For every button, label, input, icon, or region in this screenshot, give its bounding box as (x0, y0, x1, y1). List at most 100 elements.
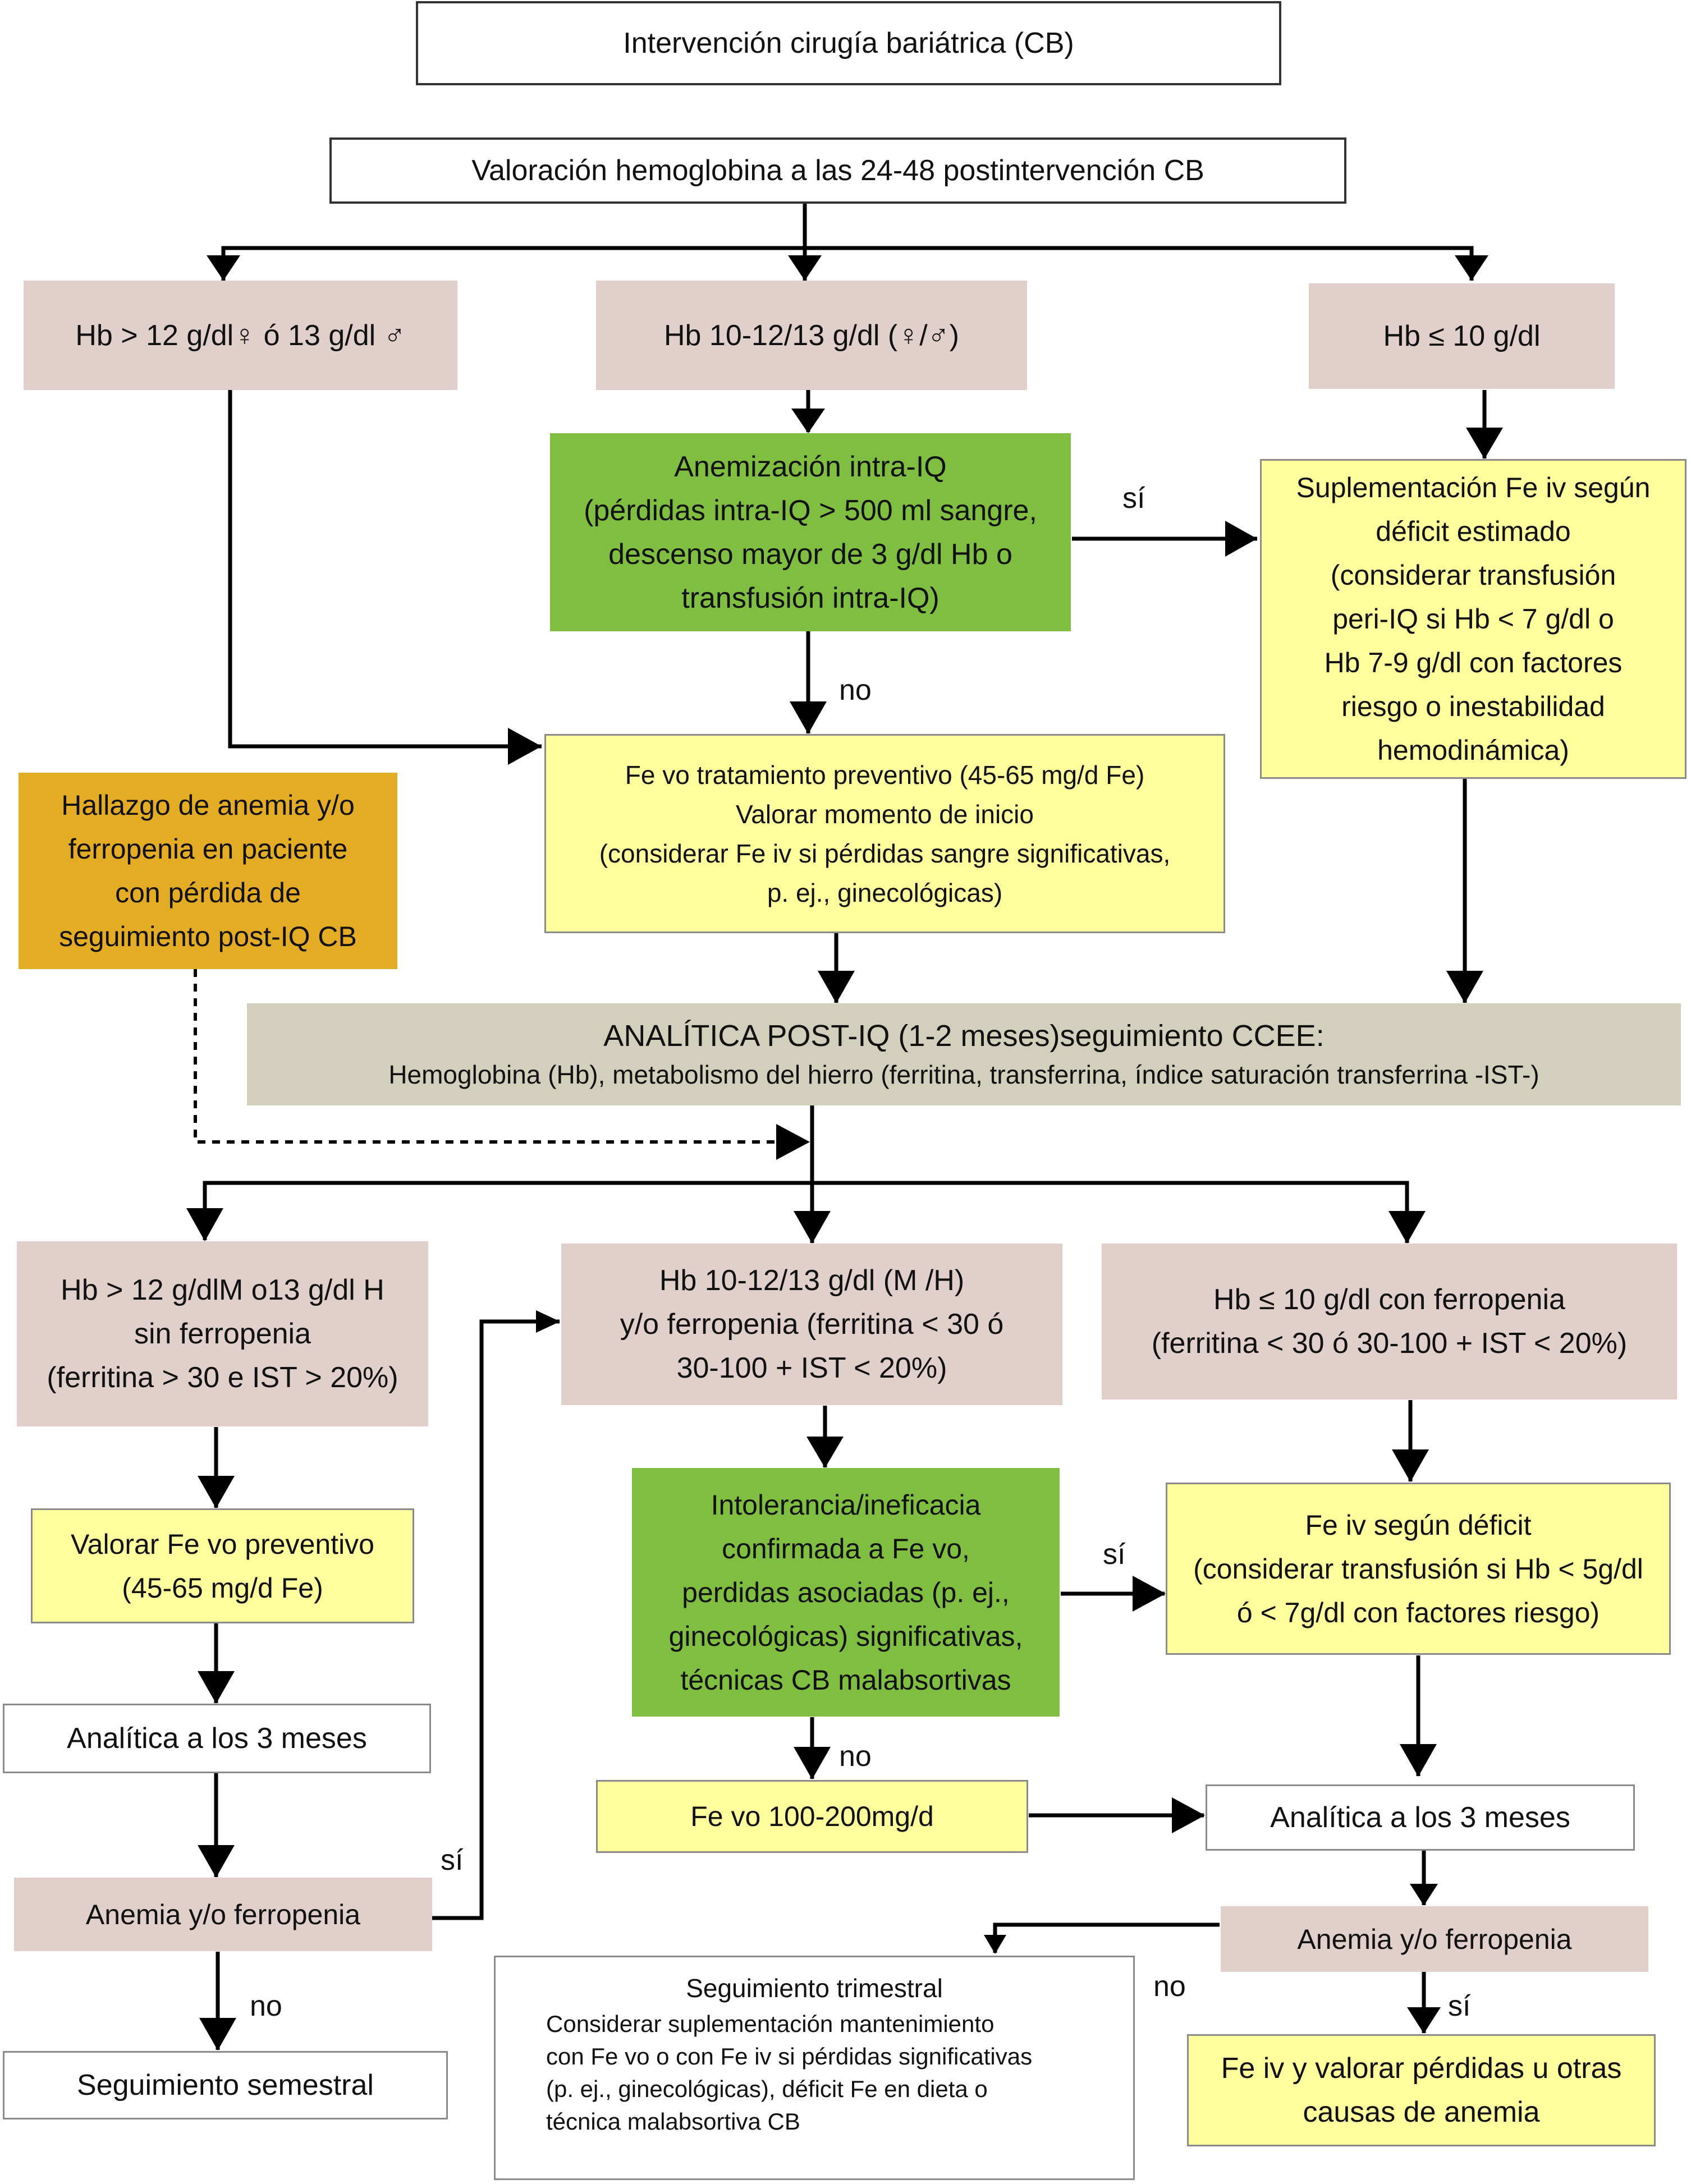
valorar-line: (45-65 mg/d Fe) (122, 1572, 323, 1604)
hallazgo-line: ferropenia en paciente (68, 833, 348, 865)
analitica-left-text: Analítica a los 3 meses (67, 1722, 367, 1755)
fe-vo-preventivo-line: Valorar momento de inicio (736, 799, 1034, 829)
anemizacion-line: transfusión intra-IQ) (681, 581, 940, 614)
arrowhead-row1-left-fe-vo (508, 728, 542, 765)
fe-vo-preventivo-line: Fe vo tratamiento preventivo (45-65 mg/d… (625, 760, 1145, 790)
analitica-post-subtitle: Hemoglobina (Hb), metabolismo del hierro… (388, 1060, 1539, 1089)
suplementacion-line: déficit estimado (1376, 516, 1571, 547)
row1-left-box: Hb > 12 g/dl♀ ó 13 g/dl ♂ (24, 281, 457, 390)
fe-iv-deficit-line: Fe iv según déficit (1305, 1509, 1532, 1541)
fe-iv-valorar-line: Fe iv y valorar pérdidas u otras (1221, 2052, 1622, 2085)
arrowhead-intolerancia (806, 1437, 844, 1468)
fe-iv-deficit-box: Fe iv según déficit (considerar transfus… (1166, 1483, 1671, 1655)
analitica-right-text: Analítica a los 3 meses (1270, 1801, 1570, 1834)
arrow-row1-left-to-fe-vo (228, 390, 542, 749)
intolerancia-line: técnicas CB malabsortivas (680, 1664, 1011, 1696)
arrowhead-row2-right (1388, 1211, 1426, 1244)
anemia-right-text: Anemia y/o ferropenia (1297, 1923, 1572, 1955)
suplementacion-line: (considerar transfusión (1330, 559, 1616, 591)
hallazgo-line: Hallazgo de anemia y/o (61, 790, 355, 821)
row2-right-box: Hb ≤ 10 g/dl con ferropenia (ferritina <… (1102, 1244, 1677, 1400)
arrowhead-suplementacion (1466, 428, 1503, 459)
arrowhead-anemia-si (536, 1310, 560, 1333)
fe-vo-preventivo-line: p. ej., ginecológicas) (767, 878, 1003, 907)
anemizacion-line: Anemización intra-IQ (674, 450, 947, 483)
arrow-to-row1-right (805, 246, 1474, 281)
fe-vo-100-box: Fe vo 100-200mg/d (596, 1780, 1028, 1853)
seguimiento-trimestral-box: Seguimiento trimestral Considerar suplem… (494, 1956, 1135, 2180)
arrow-to-row2-left (203, 1181, 812, 1240)
intolerancia-line: confirmada a Fe vo, (722, 1533, 970, 1564)
label-si-intolerancia: sí (1103, 1538, 1126, 1571)
seguimiento-trimestral-line: con Fe vo o con Fe iv si pérdidas signif… (546, 2043, 1033, 2070)
analitica-post-title: ANALÍTICA POST-IQ (1-2 meses)seguimiento… (603, 1019, 1325, 1053)
arrow-to-row1-left (221, 246, 805, 281)
row2-right-line: Hb ≤ 10 g/dl con ferropenia (1213, 1283, 1565, 1316)
valorar-line: Valorar Fe vo preventivo (71, 1528, 374, 1560)
row2-center-line: 30-100 + IST < 20%) (676, 1352, 947, 1384)
row2-center-box: Hb 10-12/13 g/dl (M /H) y/o ferropenia (… (561, 1244, 1062, 1405)
arrowhead-row1-right (1455, 255, 1488, 281)
arrowhead-suplementacion-analitica (1446, 971, 1483, 1003)
arrowhead-intolerancia-no (794, 1747, 831, 1779)
anemizacion-box: Anemización intra-IQ (pérdidas intra-IQ … (550, 433, 1071, 631)
row1-right-text: Hb ≤ 10 g/dl (1383, 320, 1541, 352)
row2-left-line: Hb > 12 g/dlM o13 g/dl H (61, 1274, 384, 1306)
anemia-right-box: Anemia y/o ferropenia (1221, 1906, 1648, 1972)
label-no-intolerancia: no (839, 1740, 872, 1773)
anemia-left-text: Anemia y/o ferropenia (85, 1898, 361, 1930)
fe-iv-deficit-line: (considerar transfusión si Hb < 5g/dl (1193, 1553, 1643, 1585)
suplementacion-line: hemodinámica) (1377, 735, 1569, 766)
intolerancia-box: Intolerancia/ineficacia confirmada a Fe … (632, 1468, 1060, 1717)
fe-vo-preventivo-line: (considerar Fe iv si pérdidas sangre sig… (599, 838, 1171, 868)
label-si-anemia-right: sí (1448, 1990, 1471, 2022)
valorar-fe-vo-box: Valorar Fe vo preventivo (45-65 mg/d Fe) (31, 1508, 414, 1623)
label-no-anemizacion: no (839, 674, 872, 706)
hallazgo-line: seguimiento post-IQ CB (59, 921, 357, 952)
arrowhead-anemia-left (198, 1845, 235, 1878)
intolerancia-line: perdidas asociadas (p. ej., (682, 1576, 1010, 1608)
row2-right-line: (ferritina < 30 ó 30-100 + IST < 20%) (1151, 1327, 1628, 1360)
suplementacion-box: Suplementación Fe iv según déficit estim… (1260, 459, 1687, 779)
arrowhead-analitica-left (198, 1671, 235, 1704)
label-si-anemia-left: sí (441, 1844, 464, 1876)
arrowhead-anemizacion (791, 409, 825, 433)
arrowhead-row1-center (788, 255, 822, 281)
analitica-left-box: Analítica a los 3 meses (3, 1704, 431, 1773)
arrow-anemia-si (432, 1319, 560, 1920)
anemia-left-box: Anemia y/o ferropenia (14, 1878, 432, 1951)
row2-left-box: Hb > 12 g/dlM o13 g/dl H sin ferropenia … (17, 1241, 428, 1426)
fe-vo-100-text: Fe vo 100-200mg/d (690, 1801, 934, 1832)
fe-iv-deficit-line: ó < 7g/dl con factores riesgo) (1236, 1596, 1600, 1628)
seguimiento-trimestral-line: técnica malabsortiva CB (546, 2108, 800, 2135)
seguimiento-trimestral-title: Seguimiento trimestral (686, 1974, 943, 2003)
suplementacion-line: Hb 7-9 g/dl con factores (1324, 647, 1623, 678)
anemizacion-line: descenso mayor de 3 g/dl Hb o (608, 538, 1012, 571)
valoracion-text: Valoración hemoglobina a las 24-48 posti… (471, 154, 1204, 187)
arrowhead-anemia-right (1410, 1884, 1438, 1906)
row2-center-line: y/o ferropenia (ferritina < 30 ó (620, 1308, 1004, 1341)
seguimiento-semestral-text: Seguimiento semestral (77, 2069, 374, 2102)
suplementacion-line: peri-IQ si Hb < 7 g/dl o (1332, 603, 1614, 635)
title-text: Intervención cirugía bariátrica (CB) (623, 27, 1074, 59)
seguimiento-trimestral-line: (p. ej., ginecológicas), déficit Fe en d… (546, 2076, 988, 2102)
seguimiento-trimestral-body: Considerar suplementación mantenimiento … (546, 2008, 1032, 2138)
arrowhead-row1-left (207, 255, 240, 281)
hallazgo-line: con pérdida de (115, 877, 301, 909)
valoracion-box: Valoración hemoglobina a las 24-48 posti… (329, 137, 1346, 204)
row2-left-line: sin ferropenia (134, 1318, 311, 1350)
row1-center-box: Hb 10-12/13 g/dl (♀/♂) (596, 281, 1027, 390)
row1-left-text: Hb > 12 g/dl♀ ó 13 g/dl ♂ (75, 319, 406, 352)
label-no-anemia-right: no (1153, 1970, 1186, 2003)
arrowhead-valorar (198, 1476, 235, 1508)
arrowhead-trimestral (984, 1935, 1006, 1954)
suplementacion-line: riesgo o inestabilidad (1341, 691, 1605, 722)
arrowhead-fe-iv (1392, 1449, 1429, 1482)
fe-iv-valorar-line: causas de anemia (1303, 2096, 1540, 2128)
arrowhead-seguimiento (199, 2018, 236, 2050)
analitica-post-box: ANALÍTICA POST-IQ (1-2 meses)seguimiento… (247, 1003, 1681, 1105)
arrowhead-analitica-right (1400, 1744, 1437, 1777)
fe-iv-valorar-box: Fe iv y valorar pérdidas u otras causas … (1187, 2034, 1656, 2146)
fe-vo-preventivo-box: Fe vo tratamiento preventivo (45-65 mg/d… (544, 734, 1225, 933)
